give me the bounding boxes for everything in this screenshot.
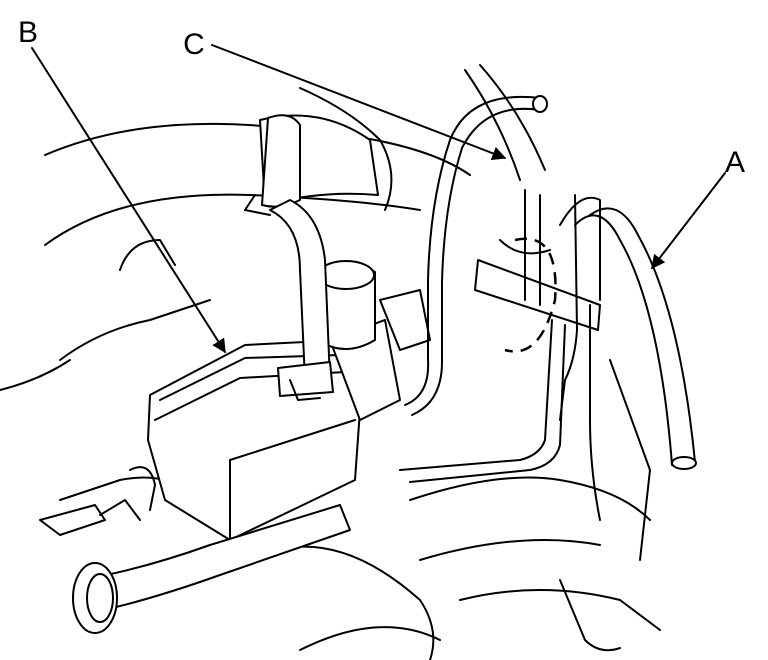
callout-b: B: [18, 16, 226, 354]
callout-label-c: C: [183, 28, 205, 61]
hose-a: [559, 194, 697, 521]
canister-b: [147, 260, 431, 541]
lower-hose: [39, 499, 351, 634]
callout-label-a: A: [725, 146, 745, 179]
upper-hose: [244, 114, 379, 216]
leader-line-b: [31, 47, 226, 354]
callout-c: C: [183, 28, 507, 160]
callout-label-b: B: [18, 16, 38, 49]
leader-line-c: [211, 44, 507, 160]
tube-c: [404, 95, 548, 416]
hose-bracket: [399, 189, 601, 483]
leader-line-a: [651, 172, 726, 270]
callout-a: A: [651, 146, 745, 270]
canister-inlet-hose: [269, 199, 334, 401]
